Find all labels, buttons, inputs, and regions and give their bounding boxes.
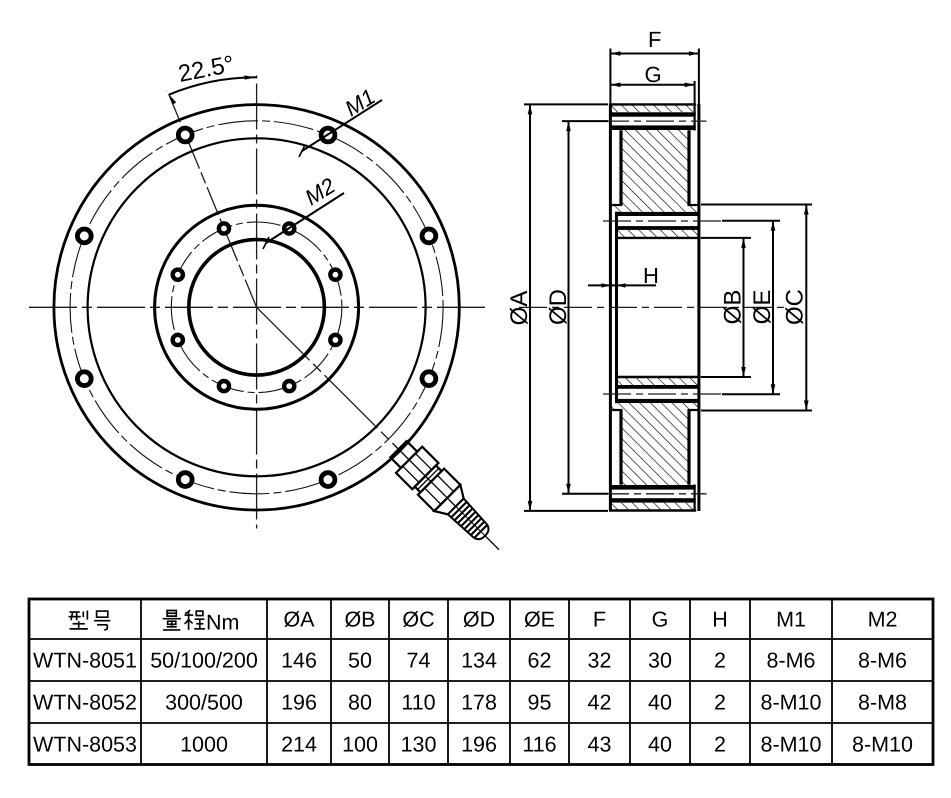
svg-text:M1: M1 xyxy=(776,608,806,632)
svg-text:WTN-8051: WTN-8051 xyxy=(33,649,137,673)
svg-text:F: F xyxy=(593,608,606,632)
svg-text:42: 42 xyxy=(588,691,612,715)
svg-text:8-M10: 8-M10 xyxy=(761,691,822,715)
svg-text:ØD: ØD xyxy=(463,608,495,632)
svg-text:Nm: Nm xyxy=(206,611,239,635)
svg-text:146: 146 xyxy=(281,649,317,673)
svg-text:178: 178 xyxy=(461,691,497,715)
svg-text:ØB: ØB xyxy=(344,608,375,632)
svg-text:40: 40 xyxy=(648,732,672,756)
svg-text:ØA: ØA xyxy=(506,291,533,326)
svg-text:8-M8: 8-M8 xyxy=(858,691,907,715)
svg-text:8-M6: 8-M6 xyxy=(858,649,907,673)
svg-text:116: 116 xyxy=(522,732,556,756)
svg-text:WTN-8053: WTN-8053 xyxy=(33,732,137,756)
svg-text:ØE: ØE xyxy=(749,290,776,325)
svg-text:32: 32 xyxy=(588,649,612,673)
svg-text:H: H xyxy=(712,608,728,632)
svg-text:8-M6: 8-M6 xyxy=(767,649,816,673)
svg-text:2: 2 xyxy=(714,649,726,673)
svg-text:1000: 1000 xyxy=(180,732,228,756)
svg-text:F: F xyxy=(648,27,661,52)
svg-text:ØC: ØC xyxy=(402,608,434,632)
svg-text:74: 74 xyxy=(407,649,431,673)
svg-text:130: 130 xyxy=(401,732,437,756)
svg-text:62: 62 xyxy=(528,649,552,673)
svg-text:8-M10: 8-M10 xyxy=(852,732,913,756)
svg-text:G: G xyxy=(652,608,669,632)
svg-text:H: H xyxy=(643,263,659,288)
svg-text:300/500: 300/500 xyxy=(165,691,243,715)
svg-text:80: 80 xyxy=(348,691,372,715)
svg-text:134: 134 xyxy=(461,649,497,673)
svg-text:95: 95 xyxy=(528,691,552,715)
svg-text:WTN-8052: WTN-8052 xyxy=(33,691,137,715)
svg-text:50: 50 xyxy=(348,649,372,673)
svg-text:ØA: ØA xyxy=(283,608,315,632)
svg-text:214: 214 xyxy=(281,732,317,756)
svg-text:196: 196 xyxy=(461,732,497,756)
svg-text:50/100/200: 50/100/200 xyxy=(150,649,258,673)
svg-text:100: 100 xyxy=(342,732,378,756)
svg-text:196: 196 xyxy=(281,691,317,715)
svg-text:ØE: ØE xyxy=(524,608,555,632)
svg-text:ØC: ØC xyxy=(782,289,809,325)
svg-text:M2: M2 xyxy=(868,608,898,632)
svg-text:ØD: ØD xyxy=(545,289,572,325)
svg-text:30: 30 xyxy=(648,649,672,673)
svg-text:2: 2 xyxy=(714,732,726,756)
svg-text:2: 2 xyxy=(714,691,726,715)
svg-text:40: 40 xyxy=(648,691,672,715)
svg-text:G: G xyxy=(645,62,662,87)
svg-text:8-M10: 8-M10 xyxy=(761,732,822,756)
svg-text:110: 110 xyxy=(401,691,435,715)
svg-text:ØB: ØB xyxy=(720,290,747,325)
svg-text:43: 43 xyxy=(588,732,612,756)
